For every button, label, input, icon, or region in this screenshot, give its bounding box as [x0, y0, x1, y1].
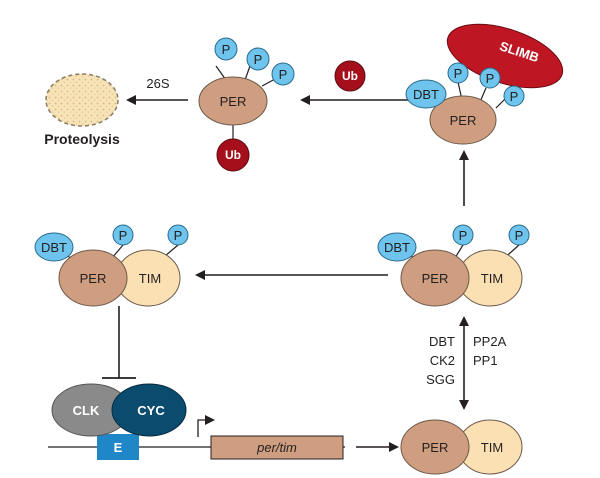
phosphate-circle	[214, 37, 238, 61]
per-label: PER	[422, 271, 449, 286]
kinase-labels-left: DBT CK2 SGG	[426, 334, 455, 387]
phosphate-label: P	[454, 66, 463, 81]
cyc-label: CYC	[137, 403, 165, 418]
ubiquitinated-per-complex: PER P P P Ub	[198, 37, 295, 172]
phospho-per-tim-complex-right: TIM PER DBT P P	[377, 224, 530, 307]
repression-line	[102, 306, 136, 379]
kinase-label: SGG	[426, 372, 455, 387]
per-tim-gene	[210, 435, 344, 460]
per-label: PER	[80, 271, 107, 286]
phosphate-label: P	[174, 228, 183, 243]
transcription-unit: E CLK CYC per/tim	[48, 383, 345, 460]
ubiquitin-label: Ub	[225, 148, 241, 162]
dbt-protein	[34, 232, 74, 262]
tim-label: TIM	[139, 271, 161, 286]
phosphate-circle	[508, 224, 530, 246]
ubiquitin-label: Ub	[342, 69, 358, 83]
cyc-protein	[111, 383, 187, 437]
tim-label: TIM	[481, 440, 503, 455]
dbt-label: DBT	[413, 87, 439, 102]
per-label: PER	[450, 113, 477, 128]
phosphate-circle	[479, 67, 501, 89]
transcription-start-arrow	[197, 415, 215, 437]
degradation-arrow: 26S	[126, 76, 188, 105]
phosphate-label: P	[254, 52, 263, 67]
ubiquitination-arrow: Ub	[300, 60, 408, 105]
ubiquitin-circle	[216, 138, 250, 172]
phospho-per-tim-complex-left: TIM PER DBT P P	[34, 224, 189, 307]
slimb-per-complex: SLIMB PER DBT P P P	[405, 23, 564, 145]
per-protein	[58, 249, 128, 307]
proteolysis-label: Proteolysis	[44, 131, 120, 147]
phosphate-circle	[503, 85, 525, 107]
ubiquitin-circle	[334, 60, 366, 92]
per-protein	[198, 76, 268, 126]
phosphate-label: P	[515, 228, 524, 243]
proteolysis-blob	[45, 73, 119, 127]
phosphate-label: P	[510, 89, 519, 104]
phosphate-circle	[271, 62, 295, 86]
clk-label: CLK	[73, 403, 100, 418]
phosphate-circle	[452, 224, 474, 246]
dbt-protein	[377, 232, 417, 262]
per-label: PER	[220, 94, 247, 109]
phosphate-circle	[112, 224, 134, 246]
phosphatase-labels-right: PP2A PP1	[473, 334, 507, 368]
tim-label: TIM	[481, 271, 503, 286]
phosphate-circle	[246, 47, 270, 71]
phosphate-circle	[167, 224, 189, 246]
per-protein	[400, 249, 470, 307]
phosphate-label: P	[222, 42, 231, 57]
per-protein	[429, 95, 497, 145]
per-protein	[400, 419, 470, 475]
phosphate-label: P	[459, 228, 468, 243]
proteolysis-group: Proteolysis	[44, 73, 120, 147]
per-tim-complex: TIM PER	[400, 419, 523, 475]
phosphate-circle	[447, 62, 469, 84]
dbt-label: DBT	[41, 240, 67, 255]
kinase-label: CK2	[430, 353, 455, 368]
phosphate-label: P	[486, 71, 495, 86]
phosphate-label: P	[279, 67, 288, 82]
dbt-protein	[405, 79, 447, 109]
kinase-label: DBT	[429, 334, 455, 349]
dbt-label: DBT	[384, 240, 410, 255]
e-box-label: E	[114, 440, 123, 455]
phosphate-label: P	[119, 228, 128, 243]
gene-label: per/tim	[256, 440, 297, 455]
per-label: PER	[422, 440, 449, 455]
26s-label: 26S	[146, 76, 169, 91]
phosphatase-label: PP2A	[473, 334, 507, 349]
e-box	[97, 434, 139, 460]
phosphatase-label: PP1	[473, 353, 498, 368]
